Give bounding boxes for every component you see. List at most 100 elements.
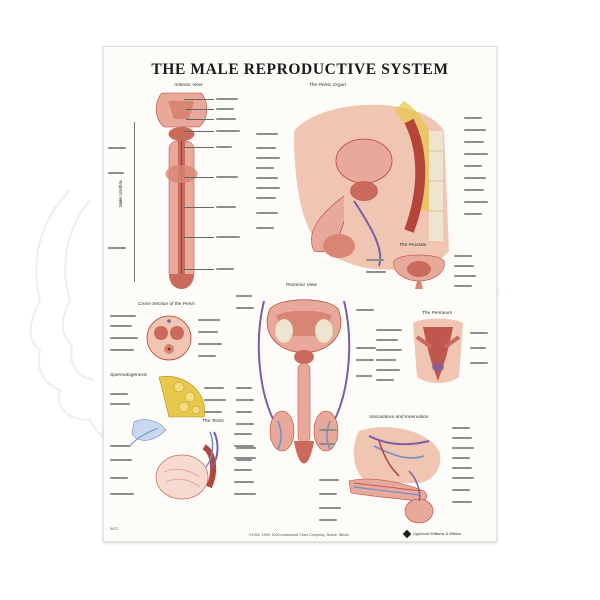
publisher-name: Lippincott Williams & Wilkins	[413, 532, 462, 536]
label-placeholder	[198, 355, 216, 357]
label-placeholder	[110, 325, 132, 327]
posterior-view-illustration	[257, 299, 351, 464]
label-placeholder	[376, 359, 396, 361]
label-placeholder	[356, 359, 374, 361]
label-placeholder	[464, 129, 486, 131]
leader-line	[184, 269, 214, 270]
catalog-number: 9472	[110, 527, 118, 531]
label-placeholder	[234, 457, 256, 459]
label-placeholder	[376, 329, 402, 331]
vasculature-illustration	[348, 427, 441, 524]
label-placeholder	[319, 507, 341, 509]
label-placeholder	[204, 411, 222, 413]
panel-title-vasculature: Vasculature and Innervation	[369, 415, 429, 420]
label-placeholder	[204, 387, 224, 389]
label-placeholder	[319, 493, 337, 495]
label-placeholder	[216, 176, 238, 178]
watermark-text-left: G.	[495, 290, 519, 297]
panel-title-anterior-view: Anterior View	[174, 83, 203, 88]
label-placeholder	[234, 481, 254, 483]
label-placeholder	[236, 307, 254, 309]
label-placeholder	[464, 117, 482, 119]
leader-line	[184, 131, 214, 132]
label-placeholder	[216, 98, 238, 100]
poster-title: THE MALE REPRODUCTIVE SYSTEM	[151, 61, 449, 78]
label-placeholder	[236, 447, 256, 449]
label-placeholder	[110, 477, 128, 479]
panel-title-perineum: The Perineum	[422, 311, 453, 316]
testis-illustration	[155, 431, 219, 500]
label-placeholder	[108, 147, 126, 149]
label-placeholder	[376, 369, 400, 371]
panel-title-posterior-view: Posterior View	[286, 283, 317, 288]
publisher-logo: Lippincott Williams & Wilkins	[402, 529, 462, 539]
label-placeholder	[356, 309, 374, 311]
label-placeholder	[452, 457, 470, 459]
label-placeholder	[216, 206, 236, 208]
male-urethra-label: Male Urethra	[118, 180, 123, 207]
leader-line	[184, 177, 214, 178]
leader-line	[186, 109, 214, 110]
label-placeholder	[366, 259, 384, 261]
label-placeholder	[452, 467, 472, 469]
label-placeholder	[256, 227, 274, 229]
label-placeholder	[204, 399, 226, 401]
label-placeholder	[216, 118, 236, 120]
label-placeholder	[464, 141, 484, 143]
label-placeholder	[256, 133, 278, 135]
panel-title-spermatogenesis: Spermatogenesis	[110, 373, 148, 378]
pelvic-organ-illustration	[294, 101, 449, 270]
publisher-logo-icon	[402, 529, 412, 539]
panel-title-testis: The Testis	[202, 419, 224, 424]
label-placeholder	[236, 411, 252, 413]
leader-line	[184, 99, 214, 100]
label-placeholder	[198, 343, 222, 345]
label-placeholder	[356, 347, 376, 349]
label-placeholder	[234, 445, 254, 447]
urethra-bracket	[134, 122, 135, 282]
label-placeholder	[216, 268, 234, 270]
label-placeholder	[376, 339, 398, 341]
label-placeholder	[454, 275, 476, 277]
label-placeholder	[110, 337, 138, 339]
label-placeholder	[452, 427, 470, 429]
label-placeholder	[454, 265, 474, 267]
spermatogenesis-illustration	[128, 375, 205, 448]
label-placeholder	[376, 379, 394, 381]
label-placeholder	[452, 437, 472, 439]
label-placeholder	[110, 315, 136, 317]
label-placeholder	[236, 459, 252, 461]
label-placeholder	[452, 477, 474, 479]
label-placeholder	[110, 403, 130, 405]
label-placeholder	[319, 429, 337, 431]
label-placeholder	[256, 157, 280, 159]
label-placeholder	[236, 423, 254, 425]
prostate-illustration	[393, 254, 445, 289]
label-placeholder	[236, 399, 254, 401]
label-placeholder	[452, 447, 474, 449]
label-placeholder	[216, 108, 234, 110]
label-placeholder	[110, 393, 128, 395]
leader-line	[186, 119, 214, 120]
label-placeholder	[236, 295, 252, 297]
label-placeholder	[452, 489, 470, 491]
label-placeholder	[464, 213, 482, 215]
panel-title-cross-section: Cross-Section of the Penis	[138, 302, 195, 307]
leader-line	[184, 147, 214, 148]
perineum-illustration	[413, 318, 463, 383]
label-placeholder	[356, 375, 372, 377]
label-placeholder	[234, 433, 252, 435]
label-placeholder	[464, 165, 482, 167]
label-placeholder	[256, 187, 280, 189]
label-placeholder	[198, 319, 220, 321]
label-placeholder	[376, 349, 402, 351]
label-placeholder	[256, 212, 278, 214]
label-placeholder	[464, 189, 484, 191]
leader-line	[184, 207, 214, 208]
label-placeholder	[454, 285, 472, 287]
label-placeholder	[319, 479, 339, 481]
label-placeholder	[470, 347, 486, 349]
label-placeholder	[464, 153, 488, 155]
label-placeholder	[108, 172, 124, 174]
panel-title-pelvic-organ: The Pelvic Organ	[309, 83, 347, 88]
